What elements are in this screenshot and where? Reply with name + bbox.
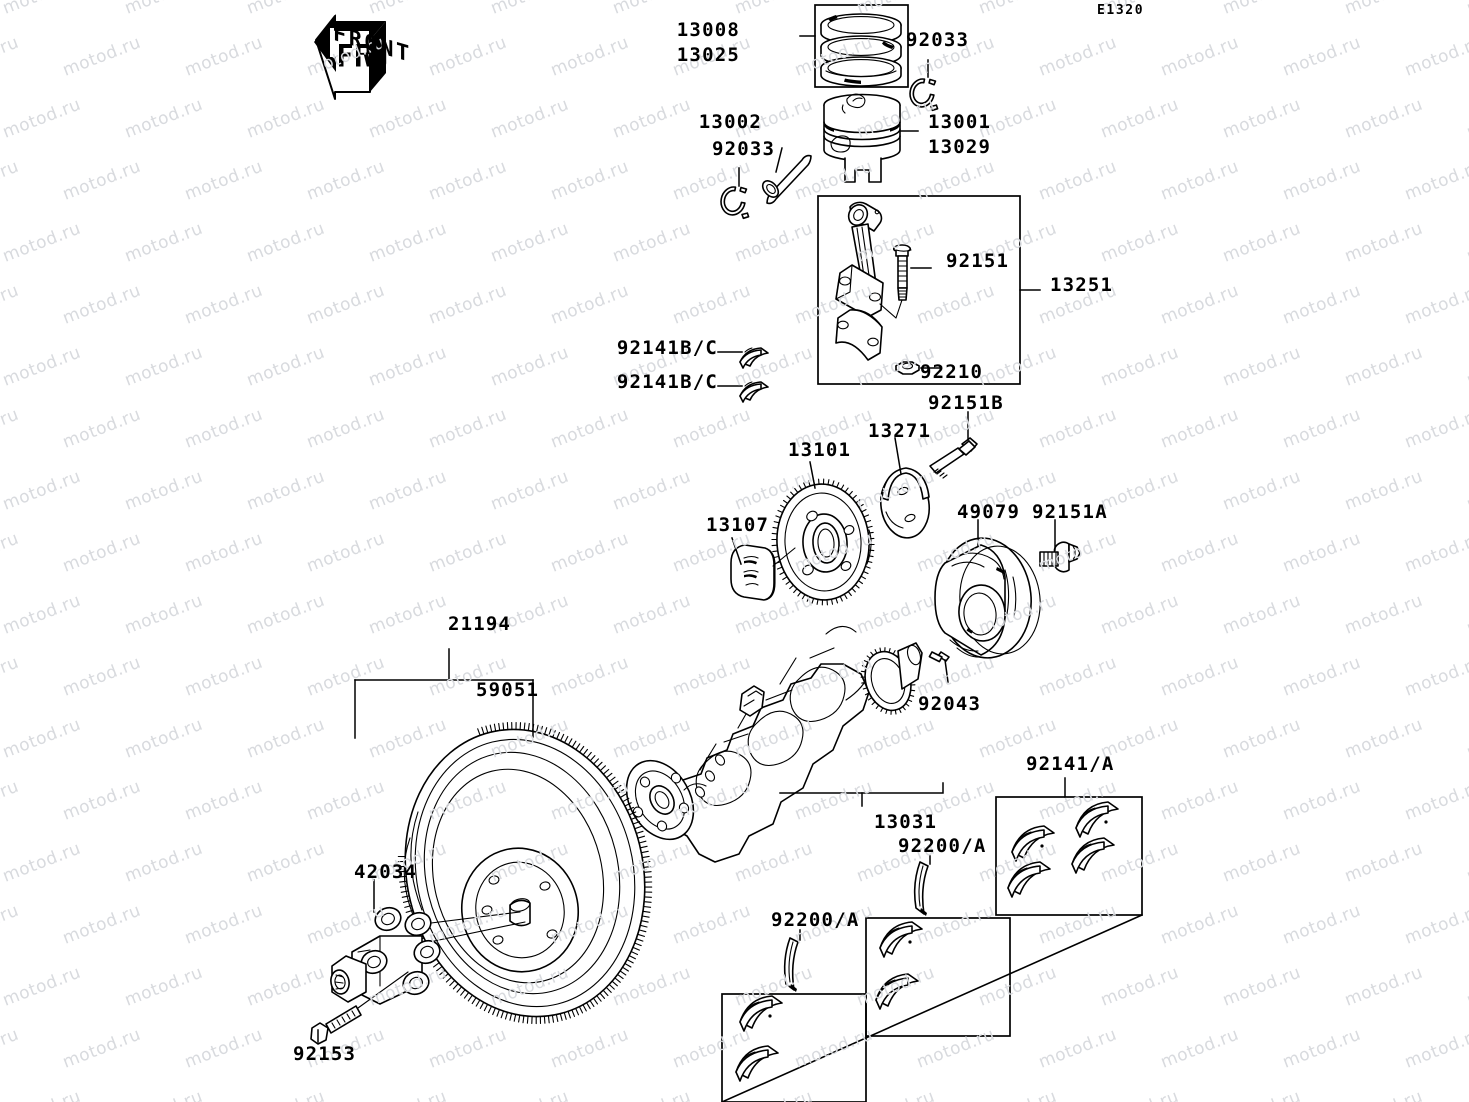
part-label-92153: 92153 [293,1043,357,1065]
part-label-13101: 13101 [788,439,852,461]
piston [823,93,919,183]
part-label-59051: 59051 [476,679,540,701]
coupling-bolt [1039,519,1081,573]
connecting-rod [835,201,884,361]
connecting-rod-bearing-lower [717,381,769,403]
part-label-13002: 13002 [698,111,762,133]
balancer-gear [771,461,875,606]
piston-pin [761,147,812,205]
part-label-49079: 49079 [957,501,1021,523]
main-bearing-box-rear [995,777,1143,916]
flexible-coupling [330,879,441,1005]
piston-ring-group [799,4,909,88]
part-label-13251: 13251 [1050,274,1114,296]
front-direction-marker [314,14,387,100]
part-label-92141bc-upper: 92141B/C [616,337,718,359]
balancer-gear-plate [879,437,931,539]
connecting-rod-bearing-upper [717,347,769,369]
main-bearing-box-front [721,993,867,1102]
piston-rings [820,13,902,87]
part-label-13031: 13031 [874,811,938,833]
part-label-92151a: 92151A [1032,501,1108,523]
part-label-92151b: 92151B [928,392,1004,414]
coupling-bolt-92153 [310,971,409,1045]
balancer-damper [730,537,796,601]
main-bearing-box-middle [865,917,1011,1037]
part-label-92141a: 92141/A [1026,753,1115,775]
part-label-92033-left: 92033 [712,138,776,160]
part-label-42034: 42034 [354,861,418,883]
sheet-code: E1320 [1097,3,1145,18]
part-label-92200a-upper: 92200/A [898,835,987,857]
thrust-washer-upper [913,855,931,916]
connecting-rod-bolt [879,244,932,319]
part-label-92033-upper: 92033 [906,29,970,51]
part-label-13008-13025: 13008 13025 [676,19,740,67]
part-label-92141bc-lower: 92141B/C [616,371,718,393]
starter-clutch-coupling [934,519,1041,662]
part-label-92151: 92151 [946,250,1010,272]
crankshaft [625,625,949,863]
part-label-92210: 92210 [920,361,984,383]
snap-ring-upper [909,59,939,112]
connecting-rod-nut [895,361,941,375]
part-label-13107: 13107 [706,514,770,536]
part-label-92200a-lower: 92200/A [771,909,860,931]
balancer-gear-bolt [929,411,978,479]
part-label-92043: 92043 [918,693,982,715]
snap-ring-lower-left [720,167,750,220]
part-label-13001-13029: 13001 13029 [928,111,992,159]
connecting-rod-group [817,195,1041,385]
thrust-washer-lower [783,929,801,992]
flywheel-assembly [354,648,653,1025]
part-label-13271: 13271 [868,420,932,442]
part-label-21194: 21194 [448,613,512,635]
